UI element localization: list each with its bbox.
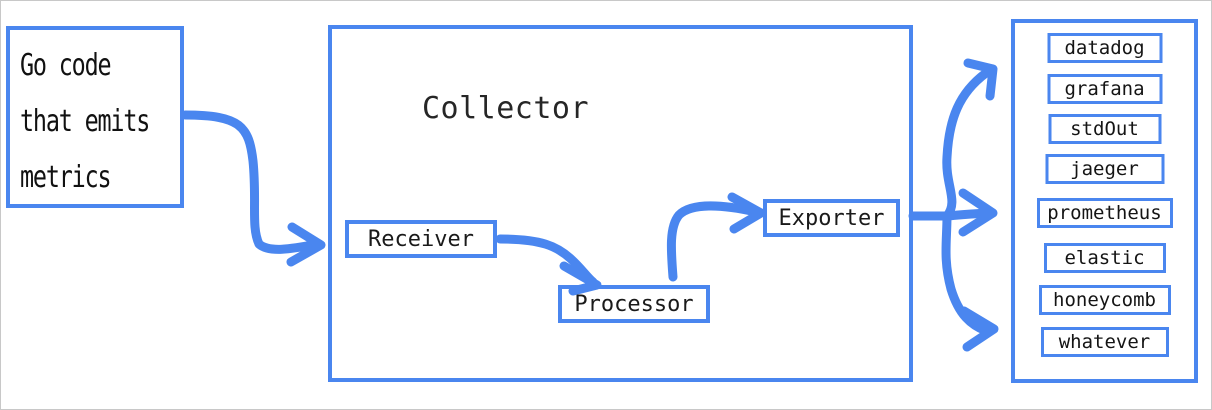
receiver-box: Receiver — [345, 220, 497, 258]
backend-label: whatever — [1058, 331, 1151, 353]
backend-item-datadog: datadog — [1047, 33, 1162, 63]
backend-item-stdout: stdOut — [1048, 114, 1161, 144]
arrow-exporter-fanout — [908, 58, 999, 352]
backend-item-grafana: grafana — [1047, 74, 1162, 104]
backend-label: stdOut — [1070, 118, 1139, 140]
go-code-source-box: Go code that emits metrics — [6, 26, 184, 208]
processor-label: Processor — [574, 291, 694, 317]
backend-label: prometheus — [1047, 202, 1162, 224]
backend-label: grafana — [1064, 78, 1145, 100]
backend-label: honeycomb — [1053, 289, 1156, 311]
backend-item-elastic: elastic — [1043, 243, 1166, 273]
processor-box: Processor — [558, 285, 710, 323]
collector-title: Collector — [422, 91, 590, 126]
source-line-3: metrics — [20, 160, 112, 195]
receiver-label: Receiver — [368, 226, 474, 252]
backend-label: datadog — [1064, 37, 1145, 59]
backend-item-honeycomb: honeycomb — [1038, 285, 1171, 315]
exporter-label: Exporter — [778, 205, 885, 231]
backend-item-jaeger: jaeger — [1045, 154, 1164, 184]
source-line-2: that emits — [20, 104, 150, 139]
arrow-source-to-receiver — [180, 110, 326, 267]
exporter-box: Exporter — [763, 199, 900, 237]
backend-label: elastic — [1064, 247, 1145, 269]
backend-item-whatever: whatever — [1040, 327, 1169, 357]
source-line-1: Go code — [20, 48, 112, 83]
backend-label: jaeger — [1070, 158, 1139, 180]
backend-item-prometheus: prometheus — [1036, 198, 1173, 228]
backends-container: datadog grafana stdOut jaeger prometheus… — [1011, 19, 1198, 383]
